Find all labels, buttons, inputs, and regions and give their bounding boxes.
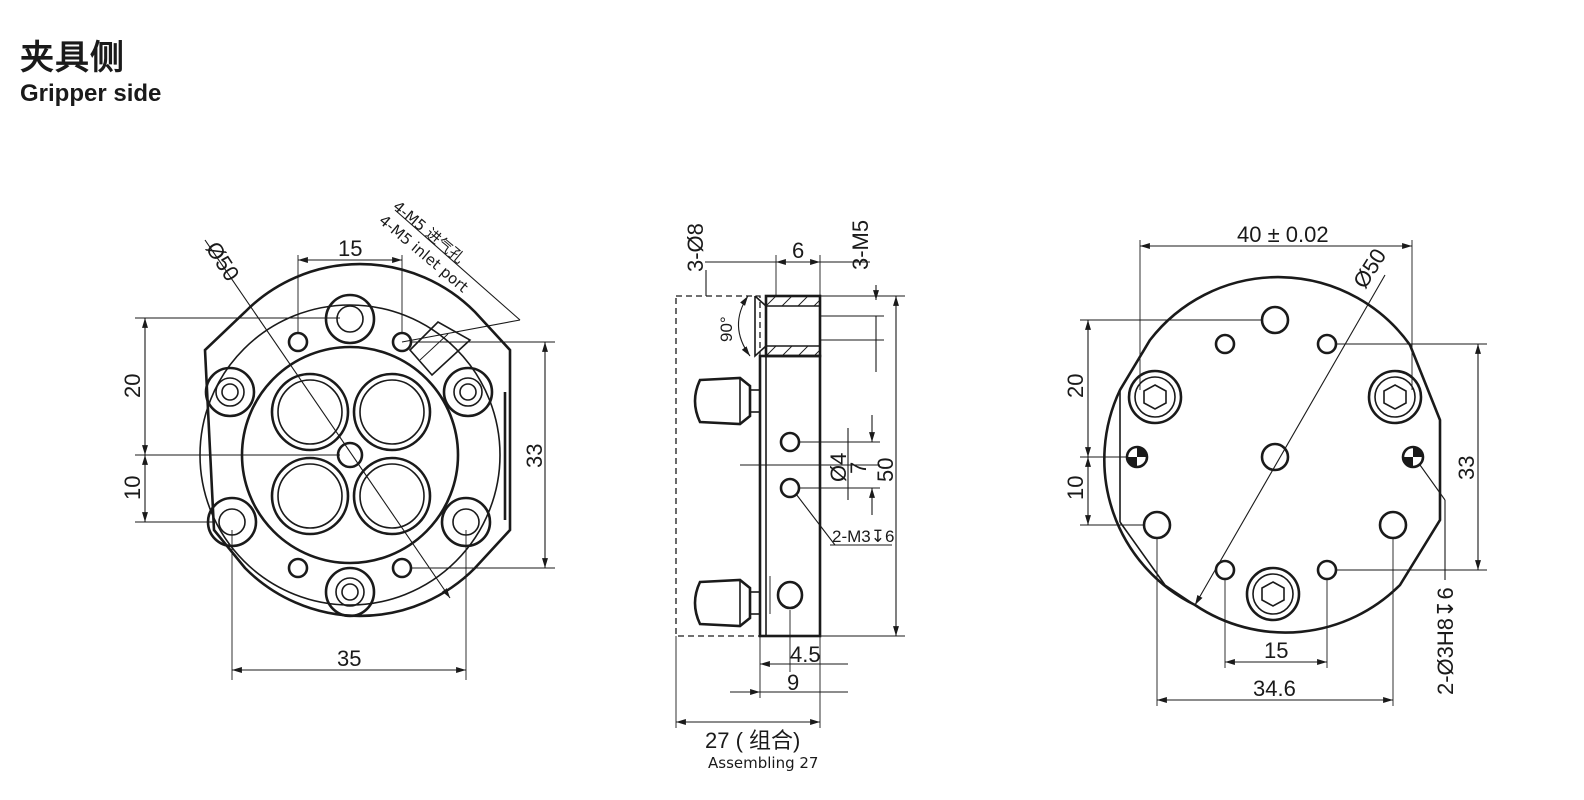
left-dim-10: 10 [120,476,145,500]
right-dim-10: 10 [1063,476,1088,500]
right-diameter-label: Ø50 [1348,244,1391,293]
right-locating-pins [1125,445,1425,469]
left-large-ports [270,372,432,536]
right-dim-15: 15 [1264,638,1288,663]
title-chinese: 夹具侧 [20,38,125,78]
side-thread-note-2: 2-M3↧6 [832,527,894,546]
title-english: Gripper side [20,80,162,107]
side-thread-note: 3-M5 [848,220,873,270]
left-dim-35: 35 [337,646,361,671]
side-angle: 90° [717,316,736,342]
side-dim-4-5: 4.5 [790,642,821,667]
side-view: 6 3-Ø8 3-M5 90° 50 Ø4 7 2-M3↧6 [675,220,905,772]
side-slot [776,580,804,610]
side-fitting-lower [693,578,752,628]
right-pin-note: 2-Ø3H8↧6 [1433,587,1458,695]
side-dim-6: 6 [792,238,804,263]
right-holes [1142,305,1408,581]
side-dim-7: 7 [846,462,871,474]
left-view: Ø50 15 4-M5 进气孔 4-M5 inlet port 20 10 33… [120,197,555,680]
side-dim-27-en: Assembling 27 [708,754,818,772]
left-dim-top: 15 [338,236,362,261]
side-dim-9: 9 [787,670,799,695]
side-top-section [764,294,822,358]
side-hole-lower [779,477,801,499]
right-view: Ø50 40 ± 0.02 20 10 33 2-Ø3H8↧6 15 34.6 [1063,222,1487,706]
left-small-holes [287,331,413,579]
side-hatching [765,295,821,357]
side-dim-27: 27 ( 组合) [705,728,800,753]
right-socket-screws [1127,369,1423,622]
side-holes-note: 3-Ø8 [683,223,708,272]
right-dim-40: 40 ± 0.02 [1237,222,1329,247]
side-hole-upper [779,431,801,453]
right-dim-20: 20 [1063,374,1088,398]
side-fitting-upper [693,376,752,426]
side-dim-phi4: Ø4 [826,453,851,482]
side-dim-50: 50 [873,458,898,482]
left-dim-20: 20 [120,374,145,398]
left-dim-33: 33 [522,444,547,468]
right-dim-34-6: 34.6 [1253,676,1296,701]
right-dim-33: 33 [1454,456,1479,480]
right-outer-flange [1103,275,1442,634]
left-inlet-boss [408,321,472,377]
